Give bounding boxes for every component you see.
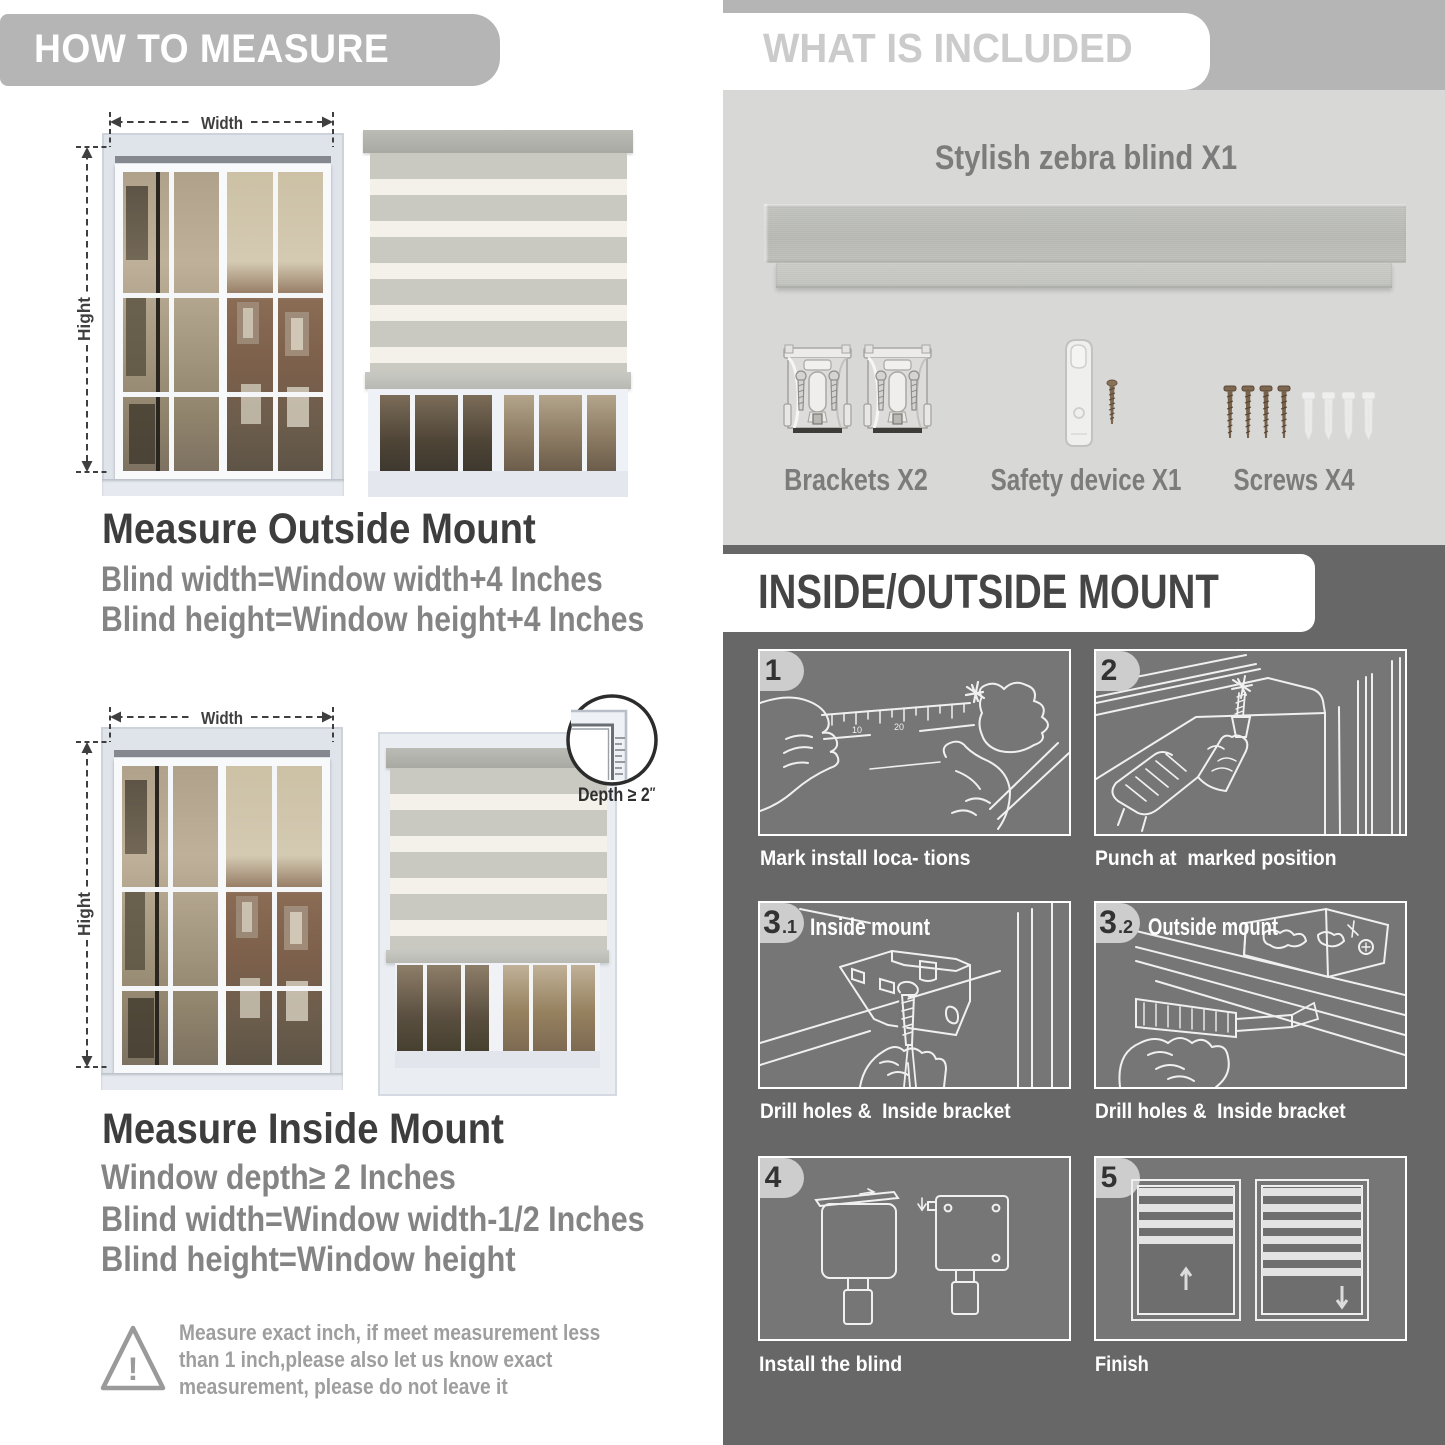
svg-text:Width: Width [201,113,243,133]
svg-text:4: 4 [765,1161,782,1194]
svg-text:.2: .2 [1118,917,1133,937]
svg-text:Hight: Hight [74,892,94,936]
svg-text:3: 3 [763,904,781,940]
svg-text:3: 3 [1099,904,1117,940]
svg-text:Hight: Hight [74,297,94,341]
svg-text:2: 2 [1101,654,1118,687]
svg-text:1: 1 [765,654,782,687]
svg-text:.1: .1 [782,917,797,937]
svg-text:!: ! [128,1351,139,1387]
svg-text:20: 20 [894,722,904,732]
svg-text:Width: Width [201,708,243,728]
svg-text:Outside mount: Outside mount [1148,914,1278,941]
svg-text:Inside mount: Inside mount [810,914,930,941]
svg-text:5: 5 [1101,1161,1118,1194]
svg-text:10: 10 [852,725,862,735]
